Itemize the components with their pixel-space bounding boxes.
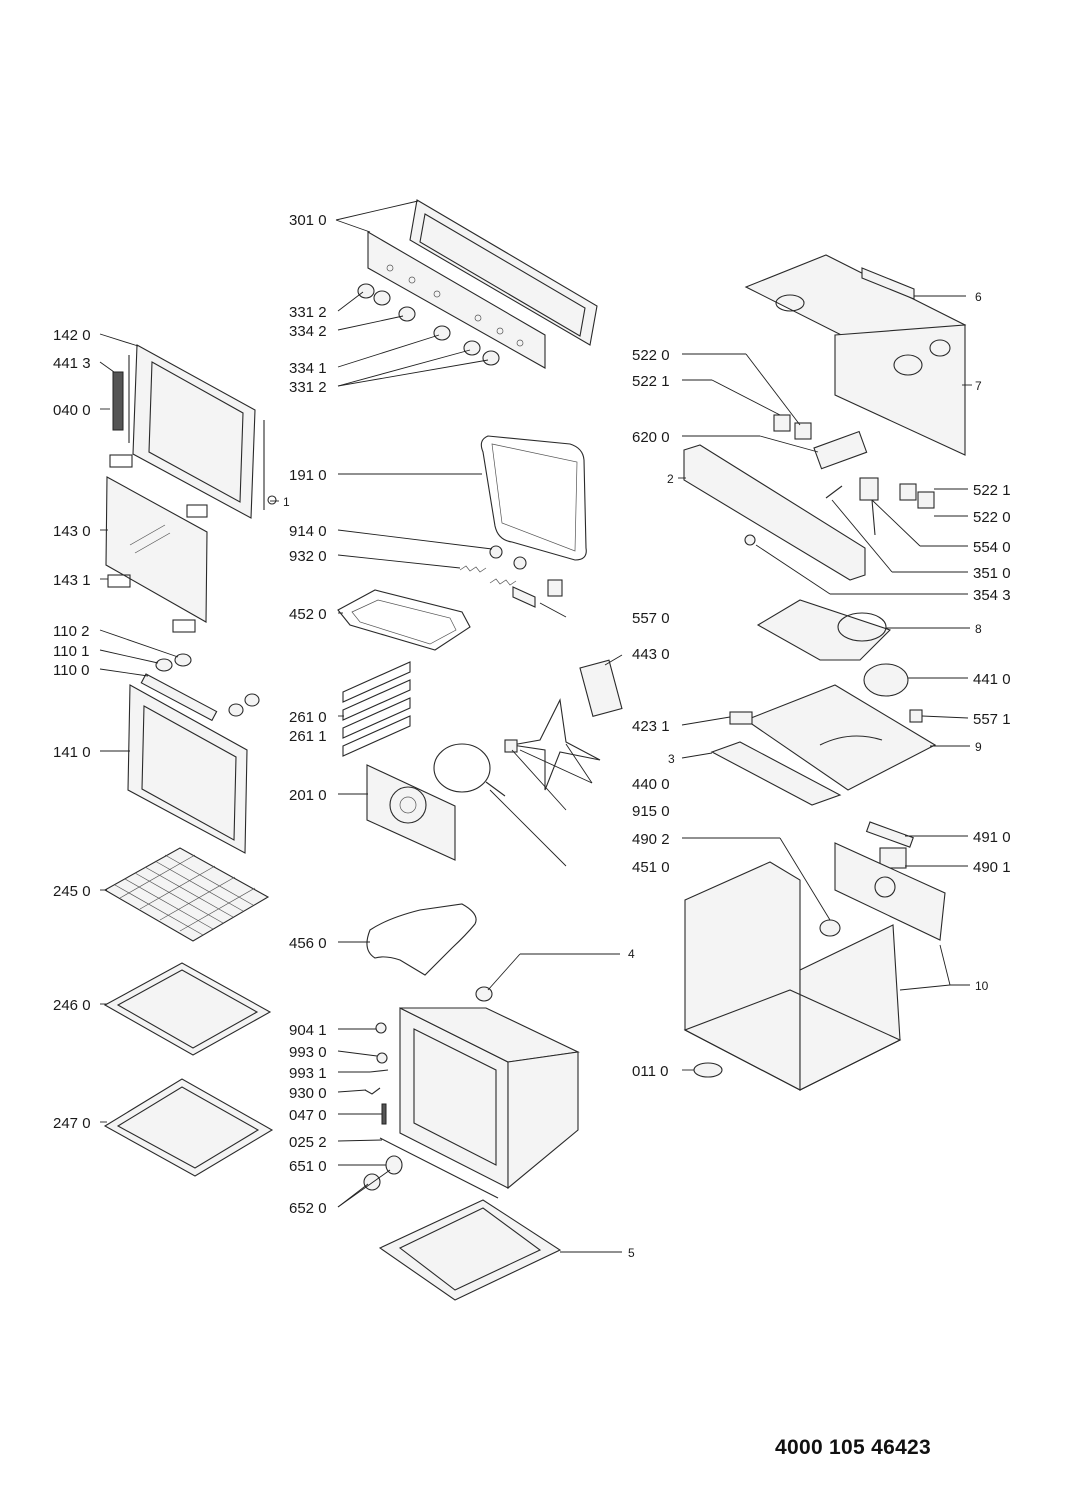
label-201-0: 201 0 — [289, 787, 327, 804]
cooling-fan-plate-part — [710, 684, 937, 806]
oven-cavity-part — [399, 1007, 580, 1190]
label-652-0: 652 0 — [289, 1200, 327, 1217]
label-047-0: 047 0 — [289, 1107, 327, 1124]
oven-housing-part — [683, 861, 902, 1091]
label-915-0: 915 0 — [632, 803, 670, 820]
lamp-and-spring-parts — [459, 545, 563, 608]
label-440-0: 440 0 — [632, 776, 670, 793]
label-491-0: 491 0 — [973, 829, 1011, 846]
door-seal-gasket-part — [480, 435, 587, 561]
side-rails-part — [342, 661, 411, 757]
label-7: 7 — [975, 379, 982, 393]
fan-motor-part — [504, 659, 623, 791]
outer-door-frame-part — [109, 344, 277, 519]
switch-parts — [773, 414, 935, 536]
wire-rack-part — [103, 847, 270, 942]
label-452-0: 452 0 — [289, 606, 327, 623]
label-110-2: 110 2 — [53, 623, 89, 640]
label-930-0: 930 0 — [289, 1085, 327, 1102]
fan-cover-part — [366, 764, 456, 861]
label-5: 5 — [628, 1246, 635, 1260]
label-522-0: 522 0 — [632, 347, 670, 364]
label-490-2: 490 2 — [632, 831, 670, 848]
label-334-1: 334 1 — [289, 360, 327, 377]
door-handle-parts — [140, 653, 260, 722]
label-4: 4 — [628, 947, 635, 961]
label-354-3: 354 3 — [973, 587, 1011, 604]
label-110-1: 110 1 — [53, 643, 89, 660]
label-245-0: 245 0 — [53, 883, 91, 900]
label-441-0: 441 0 — [973, 671, 1011, 688]
label-301-0: 301 0 — [289, 212, 327, 229]
electronics-board-part — [834, 821, 946, 941]
label-651-0: 651 0 — [289, 1158, 327, 1175]
label-554-0: 554 0 — [973, 539, 1011, 556]
top-frame-part — [744, 254, 967, 456]
control-knobs-part — [357, 283, 500, 366]
label-9: 9 — [975, 740, 982, 754]
label-2: 2 — [667, 472, 674, 486]
leader-lines — [99, 200, 972, 1253]
label-247-0: 247 0 — [53, 1115, 91, 1132]
label-334-2: 334 2 — [289, 323, 327, 340]
label-331-2-b: 331 2 — [289, 379, 327, 396]
label-423-1: 423 1 — [632, 718, 670, 735]
label-331-2: 331 2 — [289, 304, 327, 321]
label-025-2: 025 2 — [289, 1134, 327, 1151]
label-914-0: 914 0 — [289, 523, 327, 540]
fan-housing-part — [756, 599, 909, 697]
bottom-panel-part — [378, 1199, 562, 1301]
label-522-0-b: 522 0 — [973, 509, 1011, 526]
label-191-0: 191 0 — [289, 467, 327, 484]
label-6: 6 — [975, 290, 982, 304]
label-143-1: 143 1 — [53, 572, 91, 589]
label-246-0: 246 0 — [53, 997, 91, 1014]
label-040-0: 040 0 — [53, 402, 91, 419]
label-142-0: 142 0 — [53, 327, 91, 344]
foot-part — [693, 1062, 723, 1078]
label-451-0: 451 0 — [632, 859, 670, 876]
label-620-0: 620 0 — [632, 429, 670, 446]
label-522-1: 522 1 — [632, 373, 670, 390]
label-3: 3 — [668, 752, 675, 766]
lower-heating-element-part — [366, 903, 477, 976]
grill-element-part — [337, 589, 471, 651]
rear-bracket-part — [683, 444, 866, 581]
document-number: 4000 105 46423 — [775, 1436, 932, 1459]
front-door-part — [127, 684, 248, 854]
label-456-0: 456 0 — [289, 935, 327, 952]
label-522-1-b: 522 1 — [973, 482, 1011, 499]
label-110-0: 110 0 — [53, 662, 89, 679]
label-490-1: 490 1 — [973, 859, 1011, 876]
label-441-3: 441 3 — [53, 355, 91, 372]
label-932-0: 932 0 — [289, 548, 327, 565]
label-143-0: 143 0 — [53, 523, 91, 540]
label-141-0: 141 0 — [53, 744, 91, 761]
baking-tray-part — [103, 962, 272, 1056]
part-labels: 301 0 331 2 334 2 334 1 331 2 142 0 441 … — [53, 212, 1011, 1260]
label-8: 8 — [975, 622, 982, 636]
label-557-1: 557 1 — [973, 711, 1011, 728]
inner-glass-part — [105, 476, 208, 633]
label-904-1: 904 1 — [289, 1022, 327, 1039]
circular-element-part — [433, 743, 506, 797]
drip-tray-part — [103, 1078, 274, 1177]
label-351-0: 351 0 — [973, 565, 1011, 582]
label-557-0: 557 0 — [632, 610, 670, 627]
control-panel-part — [367, 199, 598, 369]
label-261-1: 261 1 — [289, 728, 327, 745]
label-1: 1 — [283, 495, 290, 509]
thermostat-part — [475, 986, 493, 1002]
label-443-0: 443 0 — [632, 646, 670, 663]
label-011-0: 011 0 — [632, 1063, 668, 1080]
label-261-0: 261 0 — [289, 709, 327, 726]
label-993-1: 993 1 — [289, 1065, 327, 1082]
label-993-0: 993 0 — [289, 1044, 327, 1061]
label-10: 10 — [975, 979, 989, 993]
